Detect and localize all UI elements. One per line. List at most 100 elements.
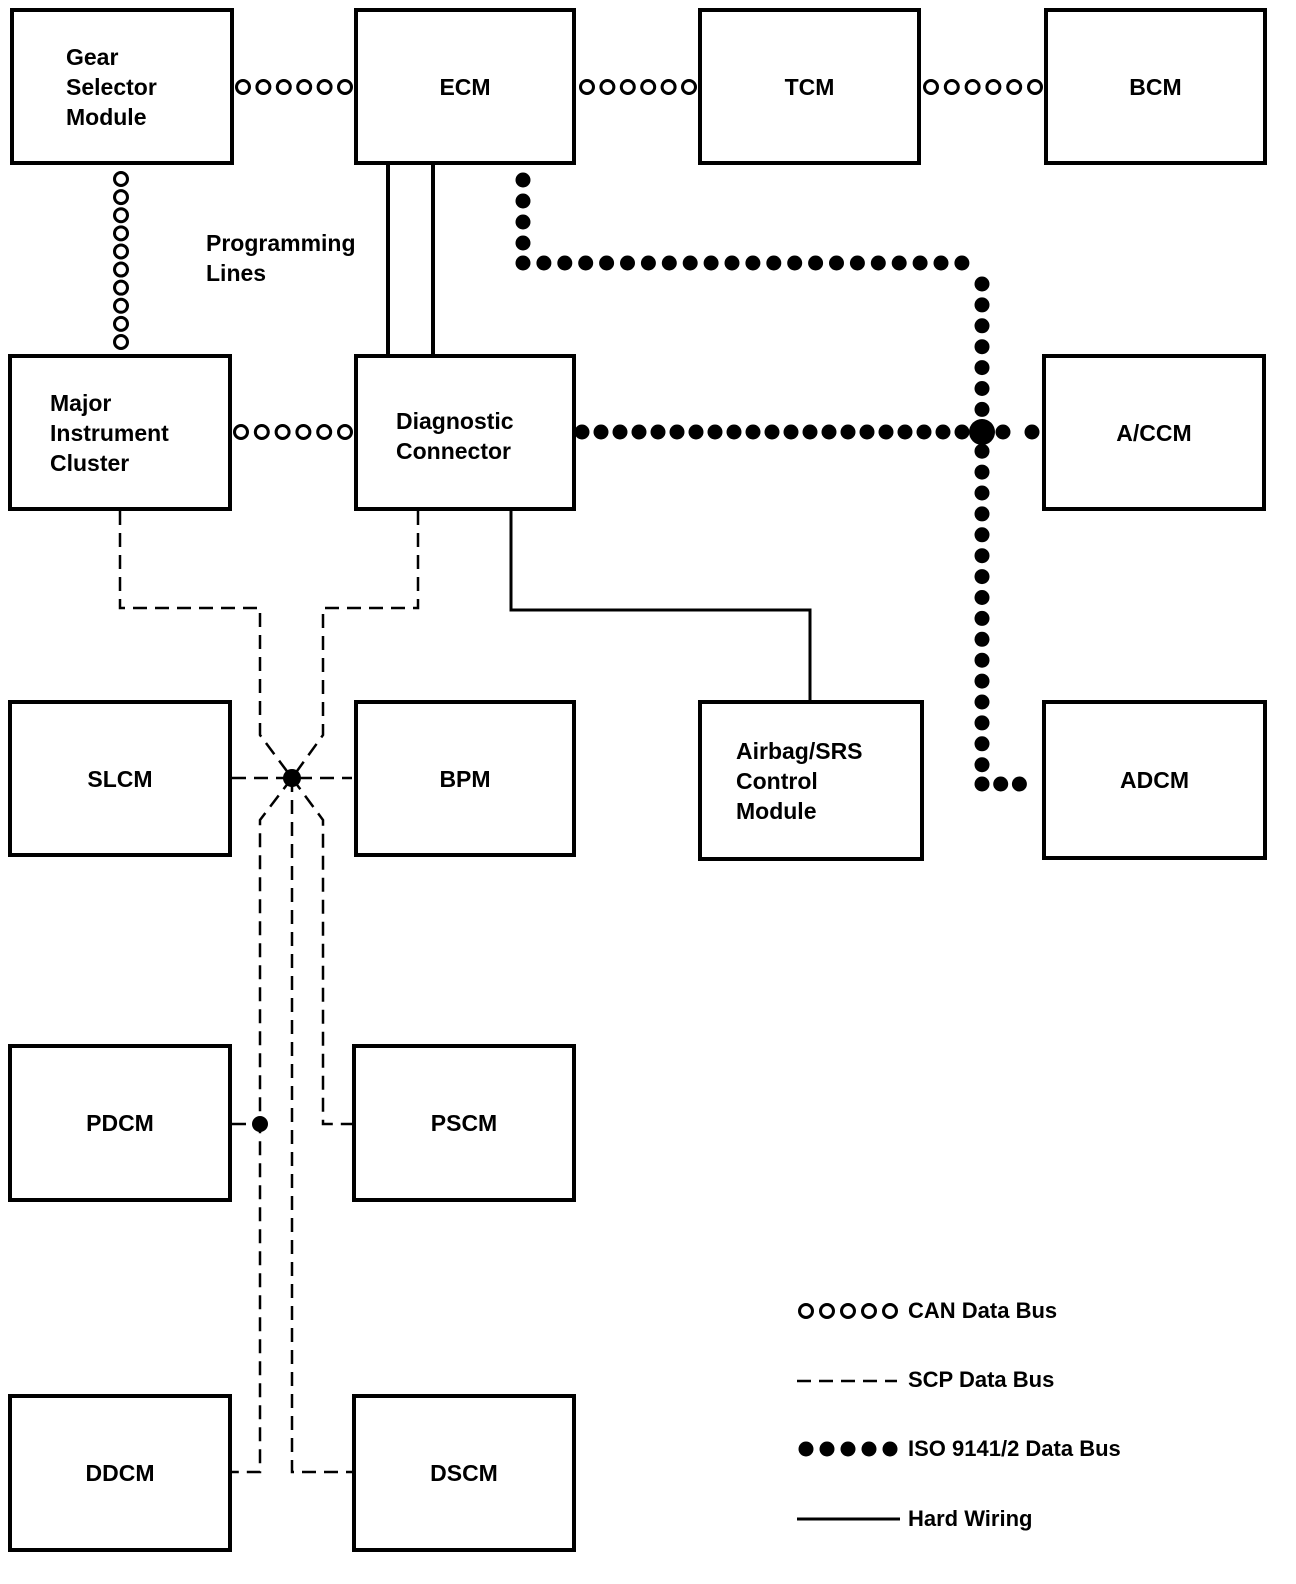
legend-iso-symbol xyxy=(861,1441,877,1457)
iso-bus-top-run xyxy=(787,255,803,271)
can-bus-ecm-tcm xyxy=(681,79,697,95)
iso-bus-top-run xyxy=(766,255,782,271)
iso-bus-vertical xyxy=(974,381,990,396)
adcm-box: ADCM xyxy=(1042,700,1267,860)
bpm-label: BPM xyxy=(439,765,491,792)
can-bus-gear-cluster xyxy=(113,279,129,296)
can-bus-gear-cluster xyxy=(113,315,129,332)
can-bus-cluster-diag xyxy=(337,424,353,440)
can-bus-gear-ecm xyxy=(337,79,353,95)
iso-bus-top-run xyxy=(870,255,886,271)
iso-bus-vertical xyxy=(974,757,990,773)
can-bus-cluster-diag xyxy=(253,424,270,440)
can-bus-tcm-bcm xyxy=(923,79,939,95)
legend-can-symbol xyxy=(798,1303,814,1319)
iso-bus-vertical xyxy=(974,610,990,626)
hard-wiring-airbag xyxy=(509,511,812,700)
legend-can-symbol xyxy=(819,1303,835,1319)
iso-bus-diag-run xyxy=(574,424,590,440)
airbag-srs-control-module-label: Airbag/SRS Control Module xyxy=(736,737,863,824)
can-bus-gear-cluster xyxy=(113,243,129,260)
iso-bus-ecm-drop xyxy=(515,193,531,209)
can-bus-gear-ecm xyxy=(296,79,313,95)
can-bus-gear-cluster xyxy=(113,207,129,224)
legend-iso-symbol xyxy=(840,1441,856,1457)
iso-bus-top-run xyxy=(661,255,677,271)
pdcm-box: PDCM xyxy=(8,1044,232,1202)
iso-bus-adcm-stub xyxy=(974,776,990,792)
ddcm-box: DDCM xyxy=(8,1394,232,1552)
can-bus-tcm-bcm xyxy=(964,79,981,95)
iso-bus-diag-run xyxy=(916,424,932,440)
iso-bus-top-run xyxy=(954,255,970,271)
scp-bus-pdcm-node xyxy=(252,1116,268,1132)
legend-can-symbol xyxy=(840,1303,856,1319)
bpm-box: BPM xyxy=(354,700,576,857)
iso-bus-diag-run xyxy=(726,424,742,440)
iso-bus-vertical xyxy=(974,464,990,480)
iso-bus-vertical xyxy=(974,694,990,710)
iso-bus-top-run xyxy=(933,255,949,271)
iso-bus-ecm-drop xyxy=(515,235,531,251)
legend-iso-symbol xyxy=(882,1441,898,1457)
adcm-label: ADCM xyxy=(1120,767,1189,793)
iso-bus-accm-stub xyxy=(1024,424,1040,440)
iso-bus-top-run xyxy=(891,255,907,271)
iso-bus-diag-run xyxy=(764,424,780,440)
dscm-label: DSCM xyxy=(430,1460,498,1486)
iso-bus-diag-run xyxy=(954,424,970,440)
dscm-box: DSCM xyxy=(352,1394,576,1552)
can-bus-tcm-bcm xyxy=(1006,79,1023,95)
scp-bus-ddcm xyxy=(232,777,293,1474)
ecm-box: ECM xyxy=(354,8,576,165)
programming-lines-label: Programming Lines xyxy=(206,230,356,286)
iso-bus-vertical xyxy=(974,443,990,459)
iso-bus-top-run xyxy=(515,255,531,271)
iso-bus-diag-run xyxy=(650,424,666,440)
iso-bus-vertical xyxy=(974,631,990,647)
pscm-box: PSCM xyxy=(352,1044,576,1202)
iso-bus-top-run xyxy=(829,255,844,271)
iso-bus-top-run xyxy=(599,255,615,271)
can-bus-ecm-tcm xyxy=(660,79,677,95)
can-bus-ecm-tcm xyxy=(619,79,636,95)
slcm-label: SLCM xyxy=(87,765,153,792)
iso-bus-junction xyxy=(969,419,995,445)
iso-bus-vertical xyxy=(974,715,990,731)
bcm-box: BCM xyxy=(1044,8,1267,165)
scp-bus-dscm xyxy=(290,778,352,1474)
iso-bus-vertical xyxy=(974,506,990,522)
iso-bus-top-run xyxy=(745,255,761,271)
legend-scp-label: SCP Data Bus xyxy=(908,1367,1055,1392)
gear-selector-module-label: Gear Selector Module xyxy=(66,43,157,130)
legend-iso-symbol xyxy=(819,1441,835,1457)
iso-bus-top-run xyxy=(620,255,635,271)
iso-bus-top-run xyxy=(578,255,594,271)
iso-bus-vertical xyxy=(974,360,990,376)
iso-bus-adcm-stub xyxy=(1011,776,1027,792)
iso-bus-top-run xyxy=(557,255,573,271)
can-bus-tcm-bcm xyxy=(943,79,960,95)
iso-bus-vertical xyxy=(974,527,990,543)
iso-bus-vertical xyxy=(974,485,990,501)
iso-bus-diag-run xyxy=(935,424,951,440)
iso-bus-diag-run xyxy=(878,424,894,440)
iso-bus-diag-run xyxy=(859,424,875,440)
tcm-label: TCM xyxy=(784,73,835,100)
iso-bus-vertical xyxy=(974,736,990,752)
pscm-label: PSCM xyxy=(430,1110,498,1136)
can-bus-gear-cluster xyxy=(113,189,129,206)
ecm-label: ECM xyxy=(439,73,491,100)
accm-label: A/CCM xyxy=(1116,419,1192,446)
iso-bus-vertical xyxy=(974,339,990,355)
scp-bus-hub xyxy=(283,769,301,787)
iso-bus-vertical xyxy=(974,590,990,605)
pdcm-label: PDCM xyxy=(86,1110,154,1136)
iso-bus-top-run xyxy=(808,255,824,271)
scp-bus-cluster xyxy=(118,511,294,779)
iso-bus-diag-run xyxy=(631,424,647,440)
can-bus-gear-cluster xyxy=(113,171,129,187)
legend-can-symbol xyxy=(861,1303,877,1319)
can-bus-gear-cluster xyxy=(113,297,129,314)
iso-bus-vertical xyxy=(974,569,990,585)
